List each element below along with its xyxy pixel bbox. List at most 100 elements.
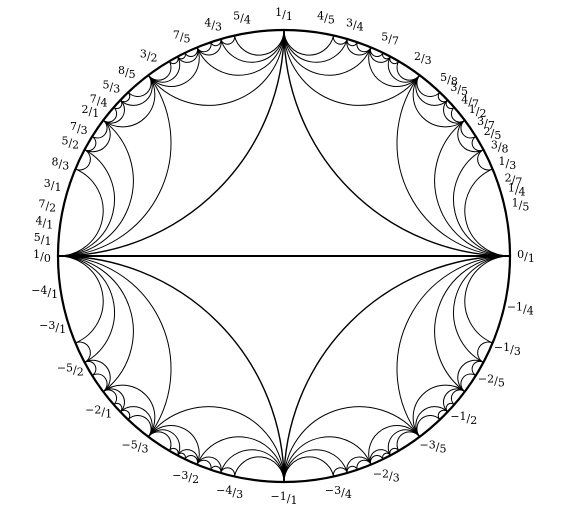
geodesic-arc — [396, 431, 420, 451]
fraction-label-7-3: 7/3 — [70, 120, 88, 137]
fraction-label-2-3: 2/3 — [414, 50, 432, 67]
geodesic-arc — [119, 74, 153, 106]
geodesic-arc — [57, 255, 115, 363]
geodesic-arc — [233, 29, 285, 56]
fraction-label-1-2: 1/2 — [469, 103, 487, 120]
geodesic-arc — [396, 255, 511, 438]
geodesic-arc — [457, 119, 484, 153]
geodesic-arc — [437, 91, 449, 103]
geodesic-arc — [148, 47, 200, 88]
geodesic-arc — [127, 415, 152, 438]
geodesic-arc — [457, 359, 484, 393]
geodesic-arc — [196, 29, 285, 76]
fraction-label-5-3: 5/3 — [103, 78, 121, 95]
geodesic-arc — [57, 255, 104, 344]
geodesic-arc — [283, 29, 511, 257]
fraction-label-1-0: 1/0 — [33, 248, 51, 265]
fraction-label-1-4: 1/4 — [508, 182, 526, 199]
geodesic-arc — [196, 436, 285, 483]
fraction-label-3-7: 3/7 — [477, 115, 495, 132]
fraction-label-neg-1-3: −1/3 — [494, 341, 521, 358]
geodesic-arc — [450, 389, 466, 405]
geodesic-arc — [477, 341, 493, 363]
geodesic-arc — [283, 449, 348, 483]
geodesic-arc — [119, 91, 131, 103]
geodesic-arc — [57, 255, 134, 392]
geodesic-arc — [471, 360, 484, 376]
fraction-label-5-1: 5/1 — [34, 231, 52, 248]
fraction-label-7-2: 7/2 — [38, 198, 56, 215]
fraction-label-neg-3-1: −3/1 — [39, 319, 66, 336]
fraction-label-4-3: 4/3 — [204, 17, 222, 34]
fraction-label-5-2: 5/2 — [61, 134, 79, 151]
geodesic-arc — [416, 74, 441, 97]
geodesic-arc — [412, 384, 466, 438]
geodesic-arc — [464, 168, 511, 257]
geodesic-arc — [84, 119, 111, 153]
geodesic-arc — [57, 149, 115, 257]
fraction-label-neg-3-5: −3/5 — [420, 439, 447, 456]
fraction-label-neg-3-2: −3/2 — [172, 469, 199, 486]
fraction-label-5-8: 5/8 — [440, 71, 458, 88]
geodesic-arc — [91, 120, 108, 139]
geodesic-arc — [283, 406, 420, 483]
geodesic-arc — [57, 120, 134, 257]
fraction-label-neg-1-1: −1/1 — [271, 490, 298, 507]
fraction-label-neg-2-3: −2/3 — [373, 467, 400, 484]
fraction-label-neg-5-2: −5/2 — [57, 362, 84, 379]
fraction-label-4-7: 4/7 — [461, 93, 479, 110]
geodesic-arc — [437, 409, 449, 421]
geodesic-arc — [196, 42, 212, 53]
geodesic-arc — [453, 149, 511, 257]
geodesic-arc — [84, 136, 97, 152]
geodesic-arc — [119, 409, 131, 421]
fraction-label-neg-2-5: −2/5 — [478, 373, 505, 390]
fraction-label-8-3: 8/3 — [52, 155, 70, 172]
geodesic-arc — [453, 255, 511, 363]
geodesic-arc — [356, 42, 372, 53]
fraction-label-2-5: 2/5 — [484, 125, 502, 142]
geodesic-arc — [91, 373, 108, 392]
fraction-label-3-5: 3/5 — [450, 81, 468, 98]
geodesic-arc — [283, 456, 335, 483]
geodesic-arc — [57, 168, 104, 257]
geodesic-arc — [283, 29, 372, 76]
fraction-label-neg-4-3: −4/3 — [216, 484, 243, 501]
geodesic-arc — [464, 255, 511, 344]
geodesic-arc — [102, 107, 118, 123]
geodesic-arc — [184, 47, 199, 57]
fraction-label-4-1: 4/1 — [36, 214, 54, 231]
geodesic-arc — [283, 29, 420, 106]
geodesic-arc — [119, 406, 153, 438]
geodesic-arc — [415, 74, 449, 106]
geodesic-arc — [412, 74, 466, 128]
geodesic-arc — [450, 107, 466, 123]
geodesic-arc — [283, 29, 348, 63]
geodesic-arc — [460, 120, 477, 139]
fraction-label-3-8: 3/8 — [491, 138, 509, 155]
geodesic-arc — [460, 373, 477, 392]
fraction-label-1-1: 1/1 — [275, 6, 293, 23]
geodesic-arc — [127, 74, 152, 97]
geodesic-arc — [416, 415, 441, 438]
fraction-label-1-3: 1/3 — [499, 155, 517, 172]
geodesic-arc — [396, 74, 511, 257]
geodesic-arc — [220, 35, 236, 45]
fraction-label-3-1: 3/1 — [44, 177, 62, 194]
fraction-label-3-2: 3/2 — [140, 47, 158, 64]
geodesic-arcs — [57, 29, 511, 483]
geodesic-arc — [102, 389, 118, 405]
fraction-label-neg-5-3: −5/3 — [122, 439, 149, 456]
geodesic-arc — [434, 255, 511, 392]
geodesic-arc — [57, 29, 285, 257]
geodesic-arc — [148, 29, 285, 106]
geodesic-arc — [148, 61, 172, 81]
geodesic-arc — [57, 74, 172, 257]
geodesic-arc — [477, 149, 493, 171]
fraction-label-neg-3-4: −3/4 — [325, 484, 352, 501]
geodesic-arc — [84, 359, 111, 393]
geodesic-arc — [102, 384, 156, 438]
fraction-label-neg-4-1: −4/1 — [31, 284, 58, 301]
